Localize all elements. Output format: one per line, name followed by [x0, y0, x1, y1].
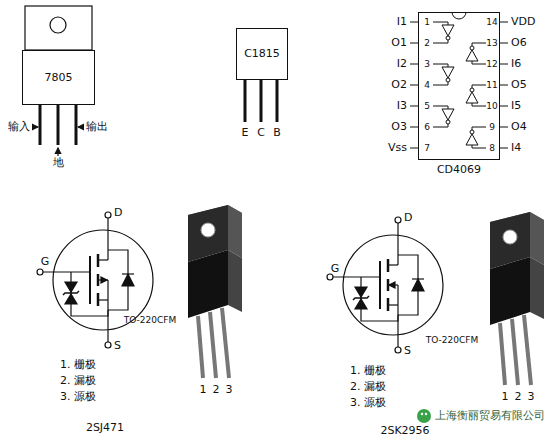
- part-number: 2SK2956: [380, 424, 429, 437]
- pin-function: 1. 栅极: [60, 358, 96, 371]
- pin-number: 6: [424, 122, 430, 133]
- terminal-name: D: [114, 206, 122, 219]
- pin-number: 14: [486, 17, 497, 28]
- package-name: TO-220CFM: [426, 335, 478, 346]
- node-label: 7805: [45, 71, 73, 84]
- pin-number: 13: [486, 38, 497, 49]
- pin-name: I6: [511, 57, 521, 70]
- pin-number: 2: [424, 38, 430, 49]
- pin-name: O5: [511, 78, 527, 91]
- pin-number: 4: [424, 80, 430, 91]
- pin-number: 11: [486, 80, 497, 91]
- to220-package: [188, 205, 242, 378]
- pin-number: 9: [489, 122, 495, 133]
- inverter-gates: [410, 12, 508, 148]
- pin-number: 3: [226, 383, 233, 396]
- pin-number: 10: [486, 101, 497, 112]
- pin-function: 1. 栅极: [350, 364, 386, 377]
- mosfet-symbol: [327, 217, 443, 353]
- pin-name: O2: [391, 78, 407, 91]
- pin-name: I3: [397, 99, 407, 112]
- pin-number: 12: [486, 59, 497, 70]
- terminal-name: G: [41, 255, 50, 268]
- pin-number: 1: [502, 390, 509, 403]
- pin-name: O3: [391, 120, 407, 133]
- pin-name: Vss: [388, 141, 407, 154]
- pin-number: 8: [489, 143, 495, 154]
- pin-number: 2: [213, 383, 220, 396]
- pin-number: 5: [424, 101, 430, 112]
- terminal-name: S: [114, 339, 121, 352]
- pin-name: O4: [511, 120, 527, 133]
- pin-number: 3: [424, 59, 430, 70]
- transistor-c1815: [245, 80, 277, 122]
- pin-function: 输入: [8, 120, 30, 133]
- to220-package: [490, 212, 544, 385]
- pin-number: 7: [424, 143, 430, 154]
- pin-number: 1: [200, 383, 207, 396]
- terminal-name: D: [404, 211, 412, 224]
- pin-name: I5: [511, 99, 521, 112]
- pin-function: 2. 漏极: [60, 374, 96, 387]
- regulator-body: 7805: [22, 50, 95, 105]
- pin-number: 1: [424, 17, 430, 28]
- part-number: 2SJ471: [86, 421, 124, 434]
- pin-name: C: [257, 126, 265, 139]
- pin-name: VDD: [511, 15, 535, 28]
- pin-number: 2: [515, 390, 522, 403]
- pin-function: 3. 源极: [60, 390, 96, 403]
- transistor-body: C1815: [236, 28, 288, 80]
- pin-function: 3. 源极: [350, 396, 386, 409]
- mosfet-symbol: [37, 212, 153, 348]
- terminal-name: S: [404, 344, 411, 357]
- pin-name: E: [242, 126, 249, 139]
- pin-name: O6: [511, 36, 527, 49]
- pin-function: 输出: [86, 120, 108, 133]
- pin-name: B: [273, 126, 281, 139]
- node-label: C1815: [244, 47, 280, 60]
- pin-function: 2. 漏极: [350, 380, 386, 393]
- watermark: 上海衡丽贸易有限公司: [435, 409, 545, 422]
- package-name: TO-220CFM: [124, 315, 176, 326]
- pin-name: O1: [391, 36, 407, 49]
- pin-number: 3: [528, 390, 535, 403]
- watermark-icon: [417, 409, 431, 423]
- pin-name: I2: [397, 57, 407, 70]
- pin-function: 地: [53, 156, 64, 169]
- pin-name: I1: [397, 15, 407, 28]
- node-label: CD4069: [437, 163, 481, 176]
- terminal-name: G: [331, 262, 340, 275]
- pin-name: I4: [511, 141, 521, 154]
